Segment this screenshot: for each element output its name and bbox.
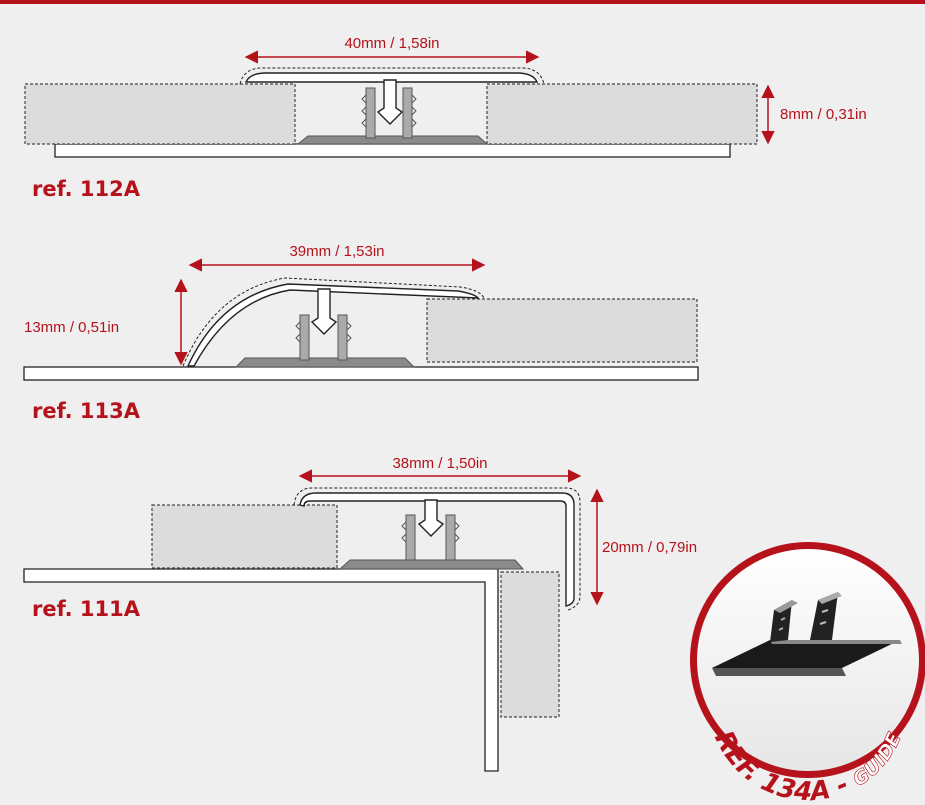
base-strip-113a xyxy=(234,357,416,368)
profile-113a: 39mm / 1,53in 13mm / 0,51in ref. 113A xyxy=(23,243,699,423)
base-strip-112a xyxy=(296,135,489,145)
subfloor-112a xyxy=(54,143,731,158)
ref-label-112a: ref. 112A xyxy=(32,177,141,201)
stem-111a xyxy=(417,499,445,537)
width-label-112a: 40mm / 1,58in xyxy=(344,35,439,52)
guide-badge: REF. 134A - GUIDE xyxy=(690,542,925,805)
nosing-111a xyxy=(299,492,575,607)
ref-label-113a: ref. 113A xyxy=(32,399,141,423)
anchor-111a xyxy=(401,514,460,561)
floor-board-left-112a xyxy=(24,83,296,145)
height-label-113a: 13mm / 0,51in xyxy=(24,319,119,336)
subfloor-113a xyxy=(23,366,699,381)
stem-113a xyxy=(310,288,338,335)
anchor-112a xyxy=(361,87,417,139)
ref-label-111a: ref. 111A xyxy=(32,597,141,621)
height-label-111a: 20mm / 0,79in xyxy=(602,539,697,556)
profile-112a: 40mm / 1,58in 8mm / 0,31in ref. 112A xyxy=(24,35,867,201)
profile-outline-113a xyxy=(182,277,485,367)
anchor-113a xyxy=(295,314,352,361)
height-label-112a: 8mm / 0,31in xyxy=(780,106,867,123)
top-rule xyxy=(0,0,925,4)
profile-111a: 38mm / 1,50in 20mm / 0,79in ref. 111A xyxy=(23,455,697,772)
profile-outline-111a xyxy=(293,487,581,611)
width-label-111a: 38mm / 1,50in xyxy=(392,455,487,472)
floor-board-right-112a xyxy=(486,83,758,145)
cap-112a xyxy=(244,72,539,83)
ramp-113a xyxy=(186,283,480,367)
floor-board-113a xyxy=(426,298,698,363)
base-strip-111a xyxy=(338,559,525,570)
riser-board-111a xyxy=(500,571,560,718)
floor-board-top-111a xyxy=(151,504,338,569)
stem-112a xyxy=(376,79,404,125)
width-label-113a: 39mm / 1,53in xyxy=(289,243,384,260)
guide-profile-icon xyxy=(712,592,902,676)
